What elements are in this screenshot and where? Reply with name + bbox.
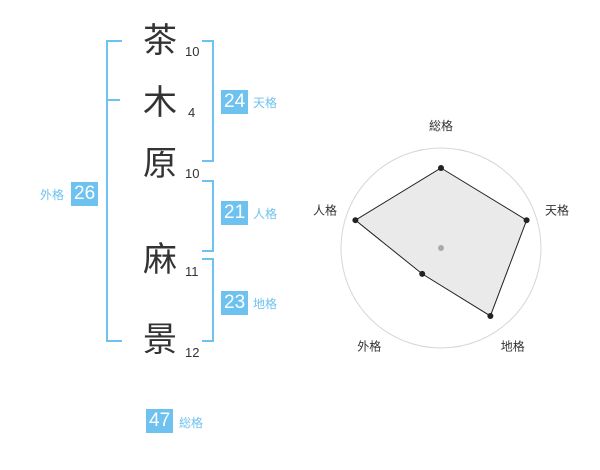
tenkaku-bracket: [202, 40, 214, 162]
gaikaku-value: 26: [71, 182, 99, 206]
stroke-count-5: 12: [185, 345, 200, 360]
radar-axis-label-0: 総格: [429, 118, 453, 133]
gaikaku-bracket: [106, 40, 122, 342]
soukaku-label: 総格: [179, 416, 204, 430]
stroke-count-3: 10: [185, 166, 200, 181]
name-char-4: 麻: [143, 240, 177, 280]
radar-point-0: [438, 165, 444, 171]
jinkaku-label: 人格: [253, 207, 278, 221]
chikaku-value: 23: [221, 291, 249, 315]
jinkaku-value: 21: [221, 201, 249, 225]
radar-axis-label-4: 人格: [313, 202, 337, 217]
chikaku-label: 地格: [253, 297, 278, 311]
stroke-count-2: 4: [188, 105, 196, 120]
tenkaku-value: 24: [221, 90, 249, 114]
gaikaku-label: 外格: [40, 188, 65, 202]
radar-point-1: [523, 217, 530, 224]
stroke-count-4: 11: [185, 264, 199, 279]
radar-axis-label-1: 天格: [545, 202, 569, 217]
name-char-5: 景: [143, 320, 177, 360]
stroke-count-1: 10: [185, 44, 200, 59]
jinkaku-bracket: [202, 180, 214, 252]
gaikaku-bracket-tick-1: [106, 99, 120, 101]
name-char-1: 茶: [143, 21, 177, 61]
radar-point-3: [419, 270, 426, 277]
soukaku-value: 47: [146, 409, 174, 433]
tenkaku-label: 天格: [253, 96, 278, 110]
name-char-3: 原: [143, 144, 177, 184]
radar-polygon: [354, 167, 528, 317]
radar-center-dot: [438, 245, 444, 251]
chikaku-bracket: [202, 258, 214, 342]
radar-axis-label-2: 地格: [501, 339, 525, 354]
radar-point-4: [352, 217, 359, 224]
radar-point-2: [487, 312, 494, 319]
radar-axis-label-3: 外格: [357, 339, 381, 354]
name-char-2: 木: [143, 83, 177, 123]
